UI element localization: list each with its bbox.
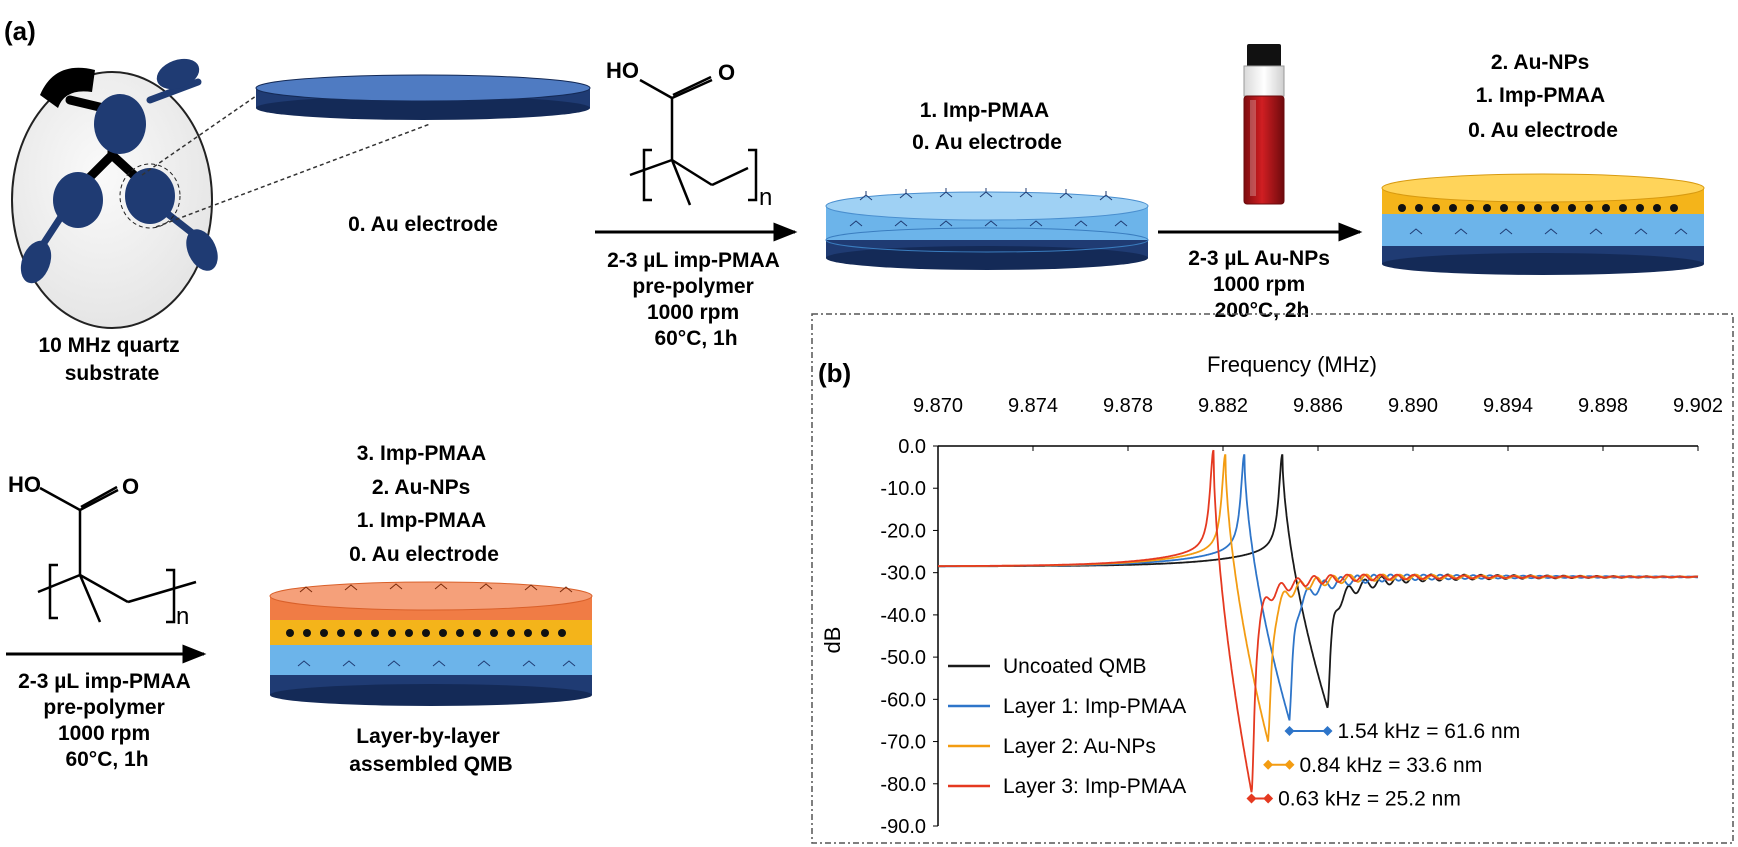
- x-axis-title: Frequency (MHz): [1207, 352, 1377, 377]
- formula-n-label: n: [759, 184, 772, 211]
- legend-entry: Layer 3: Imp-PMAA: [1003, 775, 1186, 798]
- x-tick-labels: 9.870 9.874 9.878 9.882 9.886 9.890 9.894 9.898…: [913, 395, 1723, 451]
- x-tick-label: 9.898: [1578, 395, 1628, 417]
- x-tick-label: 9.886: [1293, 395, 1343, 417]
- chart-legend: Uncoated QMB Layer 1: Imp-PMAA Layer 2: Au…: [948, 655, 1186, 798]
- panel-a-label: (a): [4, 16, 36, 46]
- disk-layer-by-layer: [269, 581, 593, 706]
- quartz-substrate-graphic: [11, 58, 218, 329]
- x-tick-label: 9.902: [1673, 395, 1723, 417]
- shift-annotation-label: 0.84 kHz = 33.6 nm: [1300, 754, 1483, 777]
- disk-imp-pmaa: [825, 188, 1149, 270]
- formula-o-label: O: [718, 60, 735, 85]
- disk2-layer-list: 2. Au-NPs 1. Imp-PMAA 0. Au electrode: [1468, 51, 1618, 142]
- x-tick-label: 9.878: [1103, 395, 1153, 417]
- y-tick-labels: 0.0 -10.0 -20.0 -30.0 -40.0 -50.0 -60.0 -70.0 -8…: [880, 436, 938, 838]
- x-tick-label: 9.874: [1008, 395, 1058, 417]
- au-electrode-disk: [255, 74, 591, 120]
- functional-group-marks: [849, 188, 1128, 227]
- y-tick-label: -20.0: [880, 520, 926, 542]
- resonance-plot-area: 9.870 9.874 9.878 9.882 9.886 9.890 9.894 9.898…: [880, 395, 1723, 838]
- formula-n-label: n: [176, 603, 189, 630]
- nanoparticle-row: [1398, 204, 1678, 212]
- step2-conditions: 2-3 µL Au-NPs 1000 rpm 200°C, 2h: [1188, 247, 1335, 322]
- disk3-caption: Layer-by-layer assembled QMB: [349, 725, 512, 776]
- formula-ho-label: HO: [606, 58, 639, 83]
- y-tick-label: -50.0: [880, 647, 926, 669]
- y-tick-label: -70.0: [880, 732, 926, 754]
- shift-marker: [1263, 759, 1274, 770]
- y-tick-label: 0.0: [898, 436, 926, 458]
- y-tick-label: -10.0: [880, 478, 926, 500]
- y-tick-label: -90.0: [880, 816, 926, 838]
- step3-conditions: 2-3 µL imp-PMAA pre-polymer 1000 rpm 60°…: [18, 670, 196, 771]
- shift-marker: [1263, 793, 1274, 804]
- electrode-caption: 0. Au electrode: [348, 213, 498, 236]
- disk3-layer-list: 3. Imp-PMAA 2. Au-NPs 1. Imp-PMAA 0. Au …: [349, 442, 499, 566]
- y-tick-label: -40.0: [880, 605, 926, 627]
- frequency-shift-annotations: 1.54 kHz = 61.6 nm 0.84 kHz = 33.6 nm 0.63…: [1246, 720, 1521, 811]
- x-tick-label: 9.870: [913, 395, 963, 417]
- series-line-4: [938, 449, 1698, 793]
- panel-b-label: (b): [818, 358, 851, 388]
- legend-entry: Layer 2: Au-NPs: [1003, 735, 1156, 758]
- formula-ho-label: HO: [8, 472, 41, 497]
- nanoparticle-row: [286, 629, 566, 637]
- x-tick-label: 9.890: [1388, 395, 1438, 417]
- shift-marker: [1322, 726, 1333, 736]
- step1-conditions: 2-3 µL imp-PMAA pre-polymer 1000 rpm 60°…: [607, 249, 785, 350]
- shift-annotation-label: 0.63 kHz = 25.2 nm: [1278, 788, 1461, 811]
- panel-b-frame: [811, 313, 1734, 844]
- y-tick-label: -80.0: [880, 774, 926, 796]
- shift-annotation-label: 1.54 kHz = 61.6 nm: [1338, 720, 1521, 743]
- pmaa-formula-1: [629, 75, 758, 206]
- shift-marker: [1246, 793, 1257, 804]
- shift-marker: [1284, 759, 1295, 770]
- shift-marker: [1284, 726, 1295, 736]
- y-axis-title: dB: [820, 627, 845, 654]
- disk-au-nps: [1381, 173, 1705, 275]
- legend-entry: Uncoated QMB: [1003, 655, 1147, 678]
- series-line-2: [938, 454, 1698, 721]
- zoom-guide-line: [141, 95, 257, 176]
- quartz-caption: 10 MHz quartz substrate: [38, 334, 185, 385]
- x-tick-label: 9.882: [1198, 395, 1248, 417]
- legend-entry: Layer 1: Imp-PMAA: [1003, 695, 1186, 718]
- y-tick-label: -30.0: [880, 563, 926, 585]
- disk1-layer-list: 1. Imp-PMAA 0. Au electrode: [912, 99, 1062, 154]
- series-lines: [938, 449, 1699, 793]
- formula-o-label: O: [122, 474, 139, 499]
- pmaa-formula-2: [37, 485, 197, 624]
- y-tick-label: -60.0: [880, 689, 926, 711]
- x-tick-label: 9.894: [1483, 395, 1533, 417]
- au-nps-vial: [1243, 44, 1285, 205]
